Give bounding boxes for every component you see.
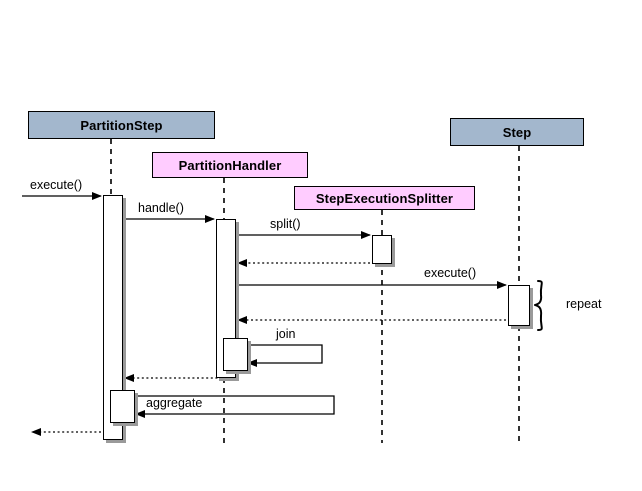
activation-join-nested: [223, 338, 248, 371]
activation-partition-step: [103, 195, 123, 440]
message-label-handle: handle(): [138, 201, 184, 215]
message-label-execute-step: execute(): [424, 266, 477, 280]
message-label-aggregate: aggregate: [146, 396, 203, 410]
participant-label: PartitionHandler: [178, 157, 282, 173]
message-label-split: split(): [270, 217, 301, 231]
participant-step-execution-splitter[interactable]: StepExecutionSplitter: [294, 186, 475, 210]
arrow-join-self: [236, 344, 323, 367]
message-label-join: join: [276, 327, 296, 341]
participant-partition-step[interactable]: PartitionStep: [28, 111, 215, 139]
participant-partition-handler[interactable]: PartitionHandler: [152, 152, 308, 178]
activation-step: [508, 285, 530, 326]
participant-label: Step: [502, 124, 532, 140]
activation-aggregate-nested: [110, 390, 135, 423]
activation-step-execution-splitter: [372, 235, 392, 264]
participant-label: PartitionStep: [80, 117, 163, 133]
participant-label: StepExecutionSplitter: [315, 190, 454, 206]
repeat-brace-icon: [534, 280, 543, 331]
participant-step[interactable]: Step: [450, 118, 584, 146]
annotation-label-repeat: repeat: [566, 297, 602, 311]
arrow-aggregate-self: [123, 395, 335, 418]
message-label-execute-entry: execute(): [30, 178, 83, 192]
